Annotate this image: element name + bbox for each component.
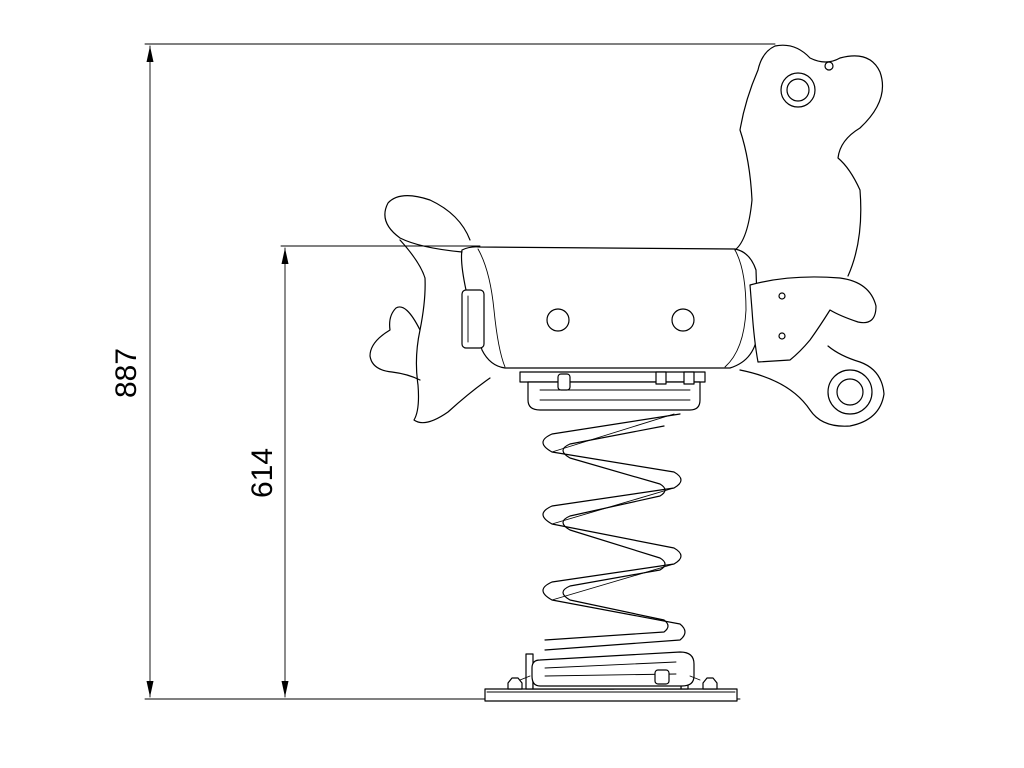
overall-height-label: 887 bbox=[110, 348, 143, 398]
arrow-down-overall bbox=[146, 681, 154, 697]
front-leg bbox=[739, 276, 885, 427]
seat-height-label: 614 bbox=[246, 448, 279, 498]
arrow-up-seat bbox=[281, 248, 289, 264]
arrow-up-overall bbox=[146, 46, 154, 62]
foot-rest-inner bbox=[836, 378, 864, 406]
animal-head bbox=[734, 44, 884, 277]
upper-spring-mount bbox=[519, 371, 706, 411]
coil-spring bbox=[542, 413, 686, 651]
dimension-seat-height: 614 bbox=[246, 245, 481, 698]
animal-tail bbox=[369, 195, 491, 424]
seat-hole-right bbox=[671, 308, 695, 332]
seat-hole-left bbox=[546, 308, 570, 332]
eye-inner bbox=[786, 78, 810, 102]
base-bolt-left bbox=[507, 677, 523, 690]
arrow-down-seat bbox=[281, 681, 289, 697]
base-bolt-right bbox=[702, 677, 718, 690]
lower-spring-mount bbox=[519, 651, 701, 690]
seat-body bbox=[460, 246, 759, 369]
seat-handle bbox=[461, 289, 485, 349]
dimension-overall-height: 887 bbox=[110, 43, 776, 700]
